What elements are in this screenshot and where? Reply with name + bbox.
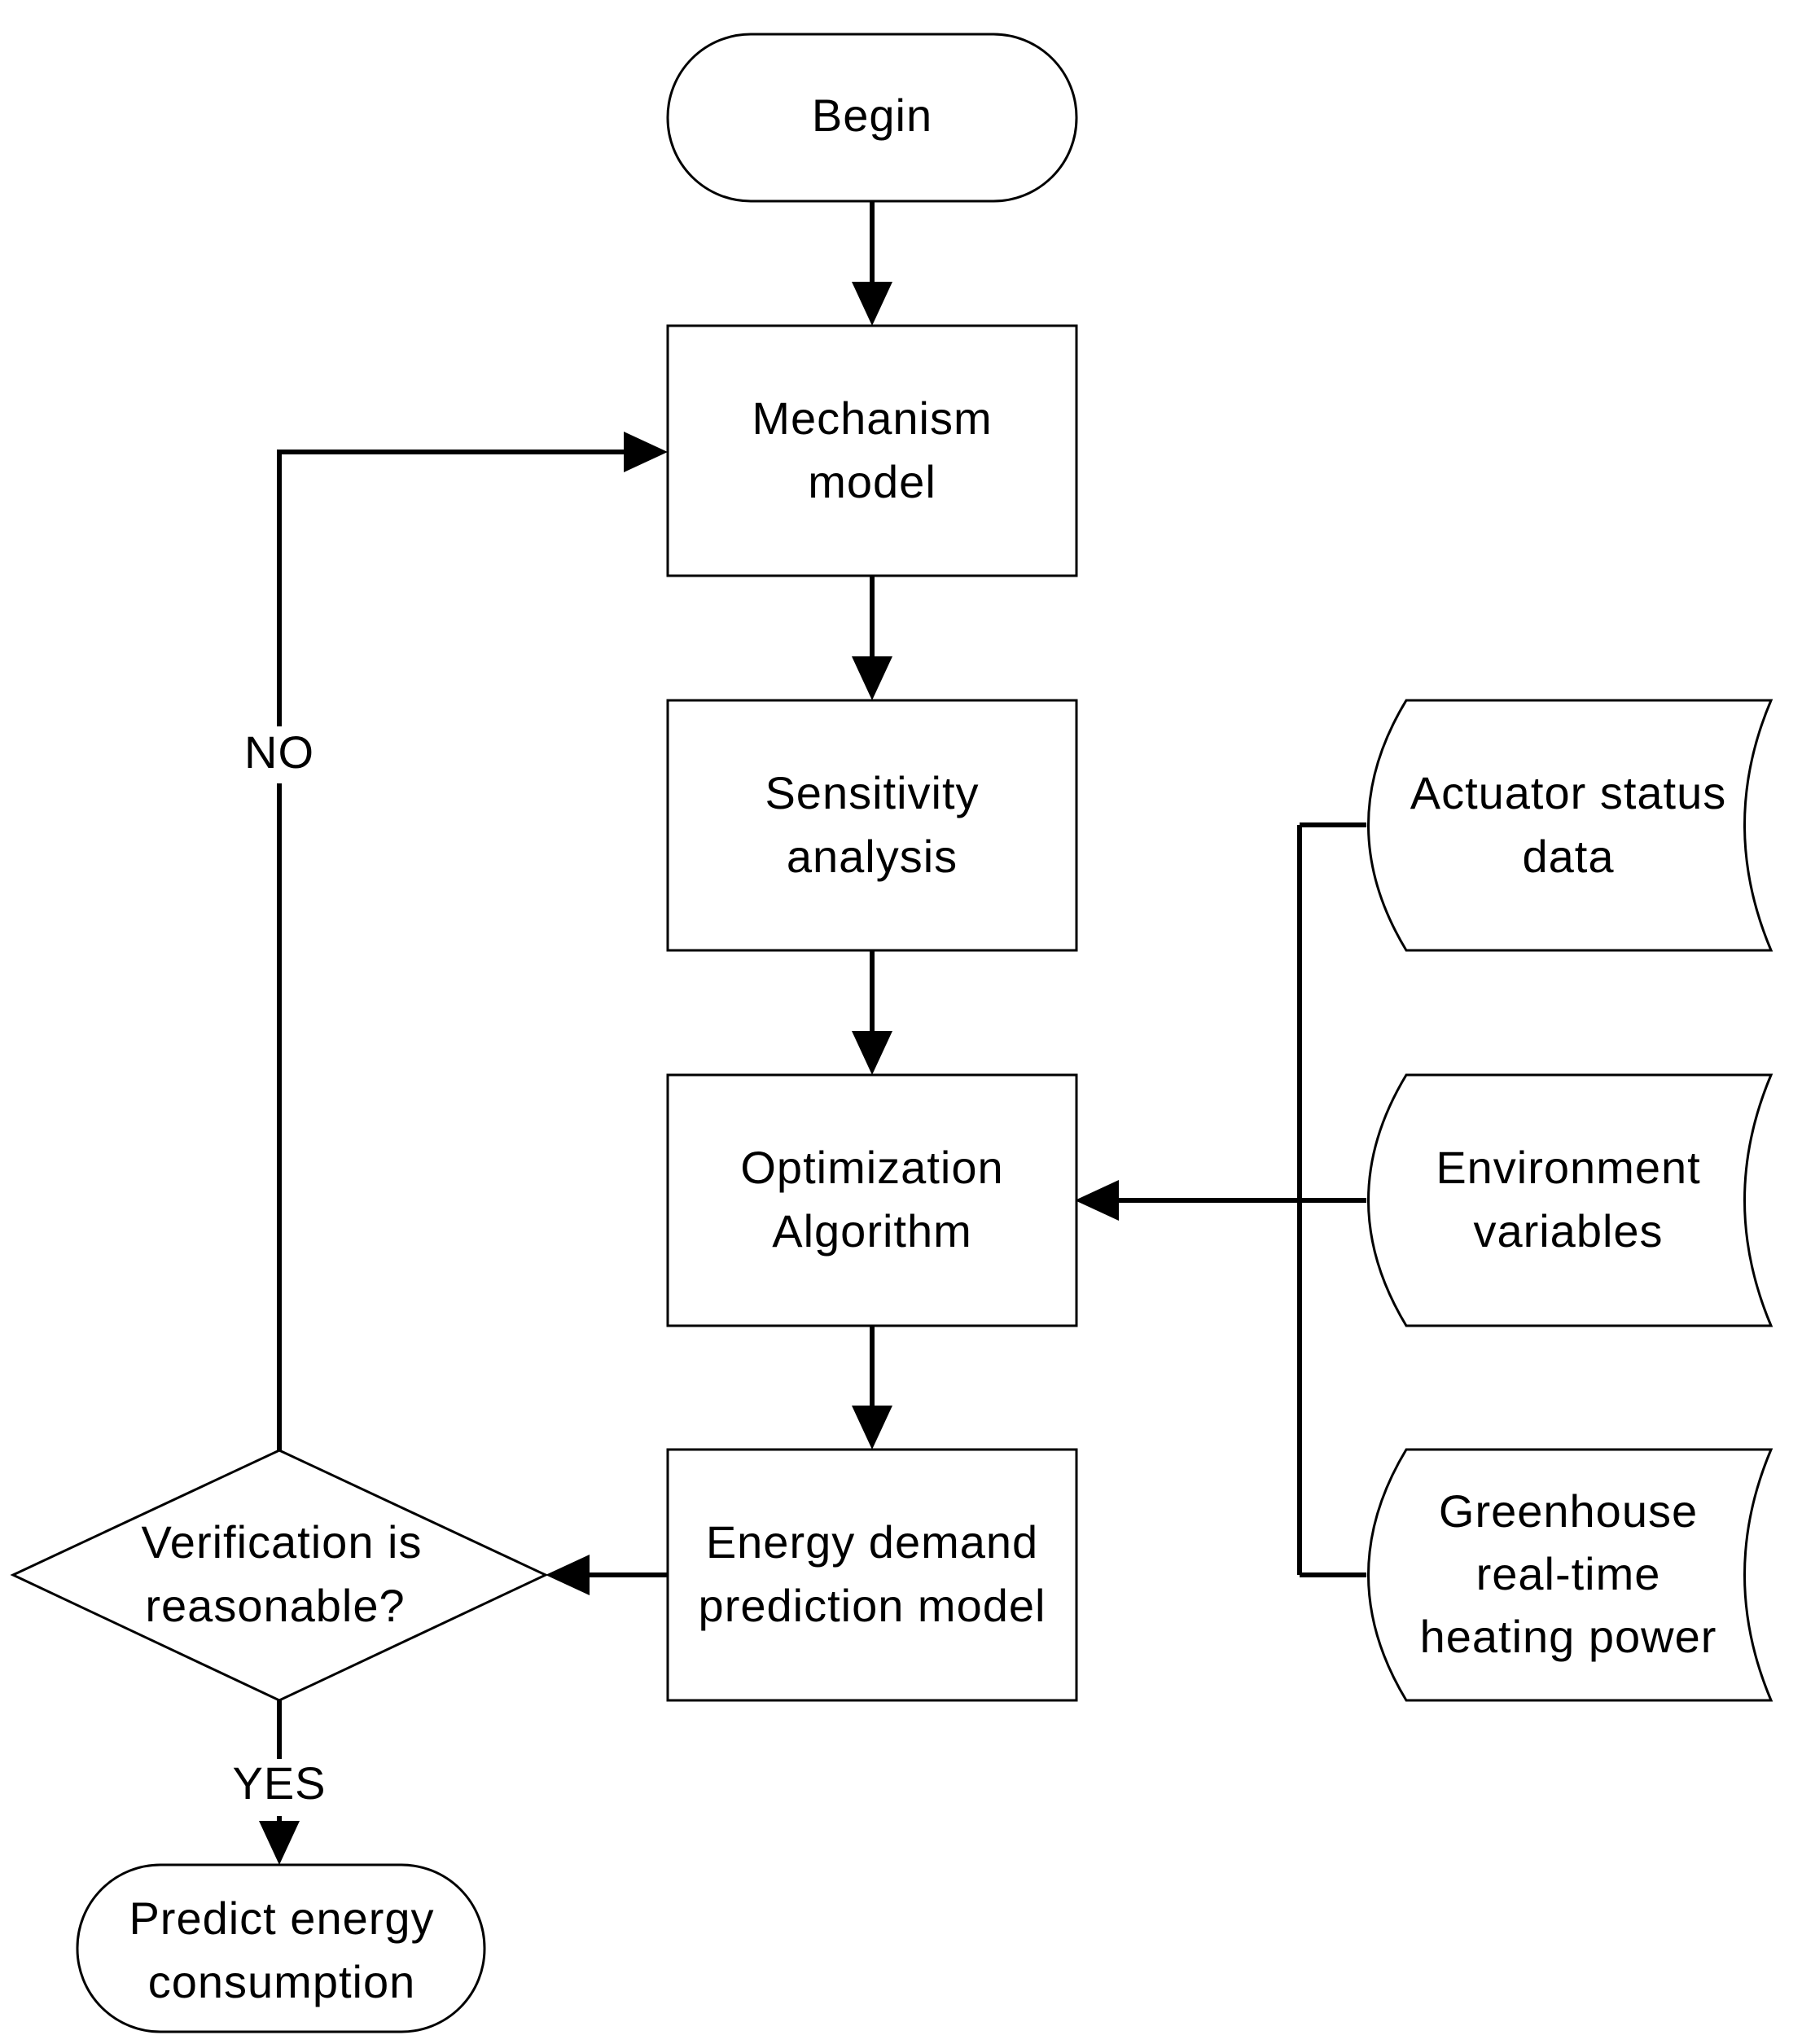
mechanism-model-box: Mechanism model [666,324,1078,577]
arrow-energy-model-to-decision [546,1555,668,1595]
arrow-mechanism-to-sensitivity [852,576,892,700]
predict-energy-terminator: Predict energy consumption [76,1863,486,2033]
no-branch-label: NO [244,726,314,778]
optimization-algorithm-box: Optimization Algorithm [666,1073,1078,1327]
predict-energy-label-1: Predict energy [129,1893,434,1944]
actuator-status-label-2: data [1523,831,1615,882]
environment-variables-data: Environment variables [1367,1073,1774,1327]
arrow-optimization-to-energy-model [852,1326,892,1450]
greenhouse-label-1: Greenhouse [1439,1485,1698,1537]
environment-variables-label-2: variables [1473,1205,1663,1257]
branch-labels: NO YES [232,726,327,1816]
optimization-algorithm-label-2: Algorithm [772,1205,972,1257]
energy-demand-model-box: Energy demand prediction model [666,1448,1078,1702]
arrow-no-loop-to-mechanism [277,432,668,1450]
sensitivity-analysis-label-2: analysis [787,831,958,882]
predict-energy-label-2: consumption [148,1956,416,2007]
arrow-begin-to-mechanism [852,201,892,326]
mechanism-model-label-2: model [808,456,936,507]
data-input-bus [1075,822,1366,1577]
sensitivity-analysis-label-1: Sensitivity [765,767,979,818]
yes-branch-label: YES [232,1757,326,1809]
sensitivity-analysis-box: Sensitivity analysis [666,699,1078,952]
verification-decision: Verification is reasonable? [10,1449,549,1702]
greenhouse-label-2: real-time [1476,1548,1661,1599]
actuator-status-label-1: Actuator status [1410,767,1727,818]
greenhouse-label-3: heating power [1420,1611,1717,1662]
environment-variables-label-1: Environment [1436,1142,1700,1193]
energy-demand-model-label-1: Energy demand [706,1516,1038,1568]
mechanism-model-label-1: Mechanism [752,393,992,444]
begin-label: Begin [812,90,932,141]
greenhouse-heating-power-data: Greenhouse real-time heating power [1367,1448,1774,1702]
energy-demand-model-label-2: prediction model [699,1580,1046,1631]
actuator-status-data: Actuator status data [1367,699,1774,952]
verification-decision-label-2: reasonable? [145,1580,405,1631]
begin-terminator: Begin [666,33,1078,203]
verification-decision-label-1: Verification is [142,1516,423,1568]
optimization-algorithm-label-1: Optimization [740,1142,1003,1193]
arrow-sensitivity-to-optimization [852,950,892,1075]
